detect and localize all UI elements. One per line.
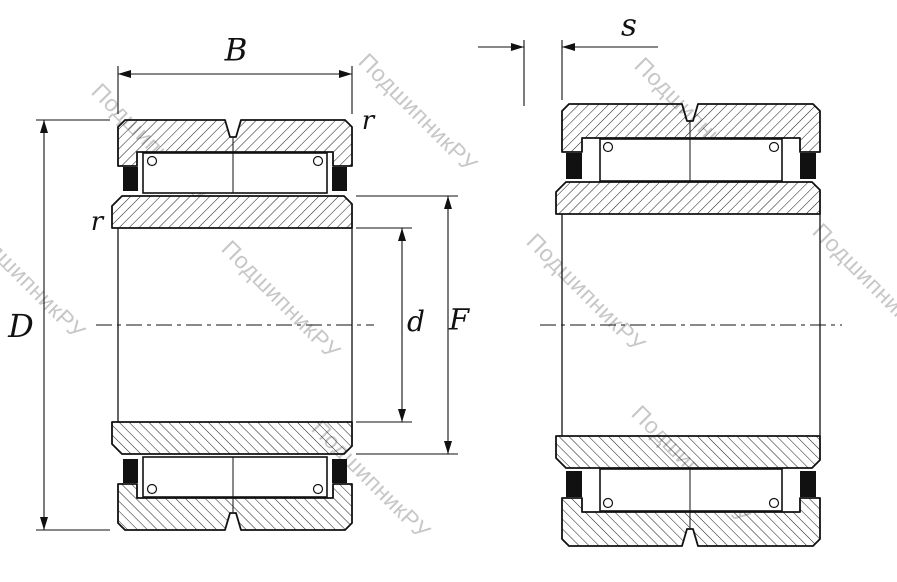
seal-section-right <box>800 153 816 179</box>
label-seal-width-s: s <box>621 7 637 44</box>
dimension-B <box>117 66 353 114</box>
dimension-d <box>356 227 412 423</box>
roller-end-radius <box>602 141 614 153</box>
dimension-D <box>36 119 110 531</box>
right-bearing-top-half <box>555 103 821 325</box>
left-bearing-bottom-half <box>111 324 353 531</box>
seal-section-right <box>332 167 347 191</box>
roller-end-radius <box>146 155 158 167</box>
label-width-B: B <box>224 32 248 69</box>
label-bore-diameter-d: d <box>407 305 425 338</box>
label-raceway-diameter-F: F <box>448 302 470 337</box>
roller-end-radius <box>312 155 324 167</box>
needle-roller-row <box>599 138 783 182</box>
dimension-F <box>356 195 458 455</box>
dimension-annotations <box>36 40 658 531</box>
outer-ring-section <box>117 119 353 167</box>
inner-ring-section <box>111 195 353 229</box>
dimension-s <box>478 40 658 106</box>
seal-section-left <box>123 167 138 191</box>
left-bearing-view <box>96 119 374 531</box>
needle-roller-row <box>142 152 328 194</box>
label-fillet-radius-r-top: r <box>361 106 375 136</box>
right-bearing-view <box>540 103 842 547</box>
roller-end-radius <box>768 141 780 153</box>
inner-ring-section <box>555 181 821 215</box>
right-bearing-bottom-half <box>555 324 821 547</box>
outer-ring-section <box>561 103 821 153</box>
seal-section-left <box>566 153 582 179</box>
left-bearing-top-half <box>111 119 353 325</box>
label-outer-diameter-D: D <box>8 307 34 345</box>
label-fillet-radius-r-left: r <box>90 207 104 237</box>
